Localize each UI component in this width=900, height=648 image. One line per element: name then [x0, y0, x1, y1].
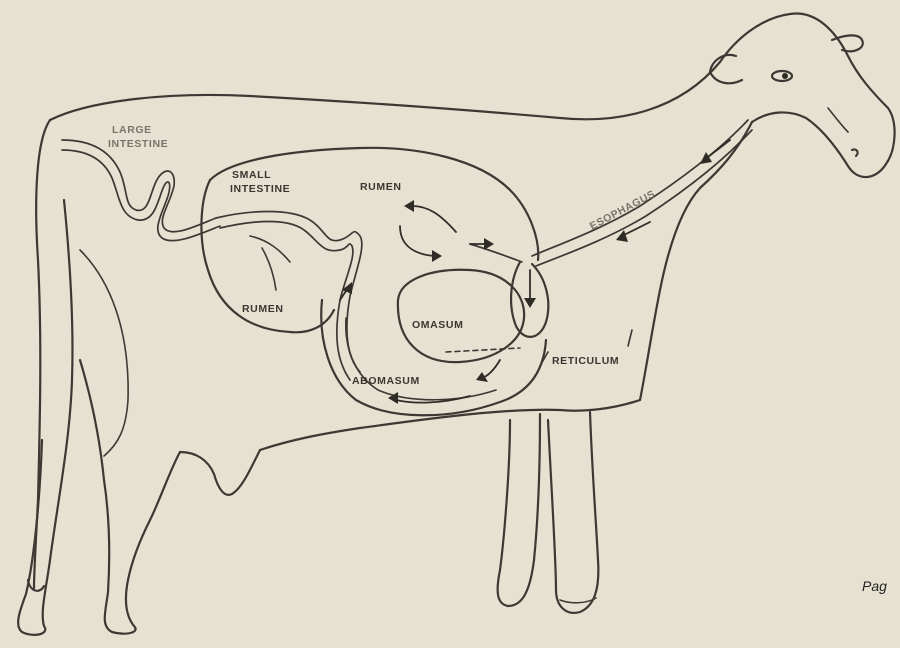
omasum-link-dashed: [446, 348, 520, 352]
rumen-fold-1: [250, 236, 290, 262]
front-leg-near: [548, 412, 598, 613]
eye-pupil: [782, 73, 788, 79]
omasum-label: OMASUM: [412, 319, 463, 331]
flow-arrows: [340, 140, 730, 404]
omasum-arrow: [482, 360, 500, 378]
face-line: [828, 108, 848, 132]
nostril: [852, 149, 858, 156]
esophagus-label: ESOPHAGUS: [588, 188, 658, 233]
back-line: [50, 62, 720, 120]
rumen-upper-label: RUMEN: [360, 181, 402, 193]
small-intestine-tube-b: [220, 222, 353, 381]
thigh-line: [80, 250, 128, 456]
labels: LARGE INTESTINE SMALL INTESTINE RUMEN RU…: [108, 124, 657, 387]
reticulum-tick-2: [628, 330, 632, 346]
page-label: Pag: [862, 578, 887, 594]
small-intestine-label-2: INTESTINE: [230, 183, 290, 195]
belly-line: [260, 400, 640, 450]
throat-line: [640, 122, 752, 400]
small-intestine-tube-a: [216, 212, 362, 373]
small-intestine-label-1: SMALL: [232, 169, 271, 181]
esophagus-tube-a: [532, 120, 748, 256]
abomasum-label: ABOMASUM: [352, 375, 420, 387]
rumen-arrowhead-2: [432, 250, 442, 262]
large-intestine-label-1: LARGE: [112, 124, 152, 136]
tail: [34, 120, 50, 588]
rumen-link: [470, 244, 522, 262]
reticulum-label: RETICULUM: [552, 355, 619, 367]
esophagus-arrowhead-1: [700, 152, 712, 164]
rear-leg-near: [80, 360, 180, 634]
reticulum-arrowhead: [524, 298, 536, 308]
head-outline: [720, 13, 895, 177]
rumen-fold-2: [262, 248, 276, 290]
rumen-arrow-2: [400, 226, 434, 256]
esophagus-arrow-2: [622, 222, 650, 236]
rear-leg-far: [18, 200, 72, 635]
rumen-arrowhead-3: [484, 238, 494, 250]
tail-tuft: [28, 580, 44, 591]
large-intestine-label-2: INTESTINE: [108, 138, 168, 150]
rumen-lower-label: RUMEN: [242, 303, 284, 315]
horn: [832, 35, 863, 51]
udder: [180, 450, 260, 495]
front-leg-far: [498, 414, 540, 606]
rumen-arrow-1: [412, 206, 456, 232]
rumen-arrowhead-1: [404, 200, 414, 212]
large-intestine-tube-b: [62, 150, 220, 241]
